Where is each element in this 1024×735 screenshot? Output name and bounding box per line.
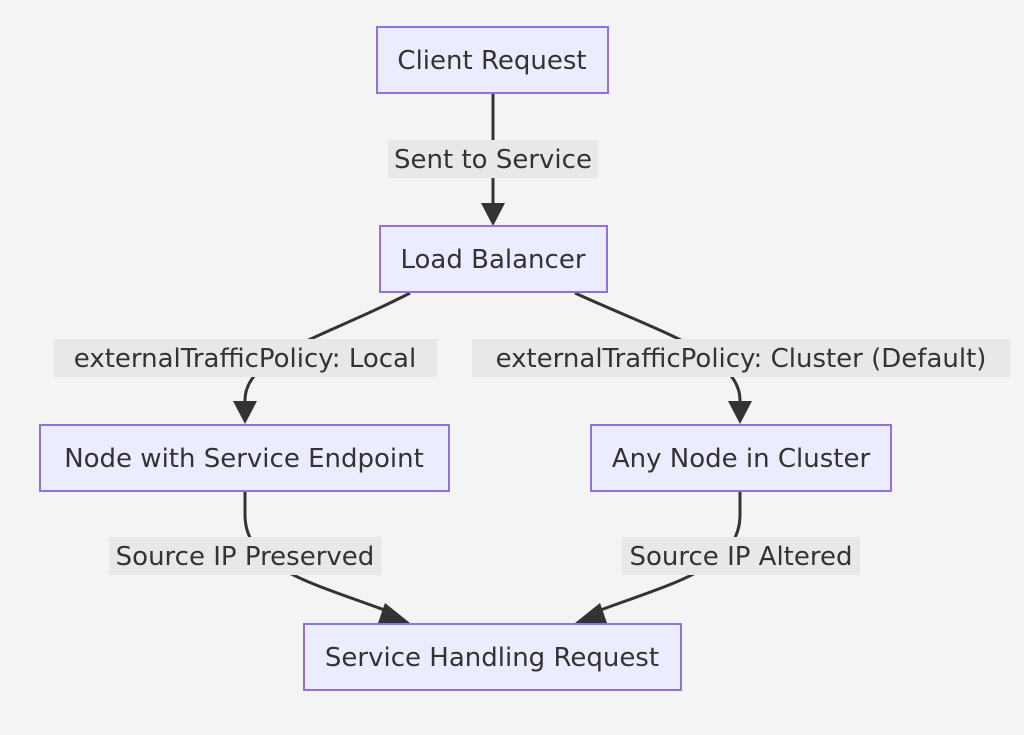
edge-label-policy-cluster-text: externalTrafficPolicy: Cluster (Default) bbox=[496, 344, 987, 374]
arrowhead-service-from-left bbox=[378, 603, 410, 623]
node-with-service-endpoint: Node with Service Endpoint bbox=[39, 424, 450, 492]
node-service-handling-request: Service Handling Request bbox=[303, 623, 682, 691]
edge-label-source-ip-preserved: Source IP Preserved bbox=[109, 537, 381, 575]
node-service-handling-request-label: Service Handling Request bbox=[325, 643, 659, 673]
node-client-request: Client Request bbox=[376, 26, 609, 94]
arrowhead-any-node bbox=[728, 401, 752, 424]
edge-label-policy-local-text: externalTrafficPolicy: Local bbox=[74, 344, 416, 374]
edge-label-policy-cluster: externalTrafficPolicy: Cluster (Default) bbox=[472, 339, 1010, 377]
edge-label-source-ip-preserved-text: Source IP Preserved bbox=[116, 542, 375, 572]
node-client-request-label: Client Request bbox=[397, 46, 586, 76]
arrowhead-service-from-right bbox=[575, 603, 607, 623]
arrowhead-node-with-endpoint bbox=[233, 401, 257, 424]
node-load-balancer-label: Load Balancer bbox=[400, 245, 585, 275]
edge-label-policy-local: externalTrafficPolicy: Local bbox=[54, 339, 437, 377]
edge-label-sent-to-service-text: Sent to Service bbox=[394, 145, 592, 175]
edge-label-sent-to-service: Sent to Service bbox=[388, 140, 598, 178]
node-any-node-in-cluster-label: Any Node in Cluster bbox=[612, 444, 871, 474]
node-with-service-endpoint-label: Node with Service Endpoint bbox=[64, 444, 424, 474]
node-any-node-in-cluster: Any Node in Cluster bbox=[590, 424, 892, 492]
edge-label-source-ip-altered-text: Source IP Altered bbox=[630, 542, 853, 572]
arrowhead-load-balancer bbox=[481, 203, 505, 226]
node-load-balancer: Load Balancer bbox=[379, 225, 608, 293]
edge-label-source-ip-altered: Source IP Altered bbox=[622, 537, 860, 575]
